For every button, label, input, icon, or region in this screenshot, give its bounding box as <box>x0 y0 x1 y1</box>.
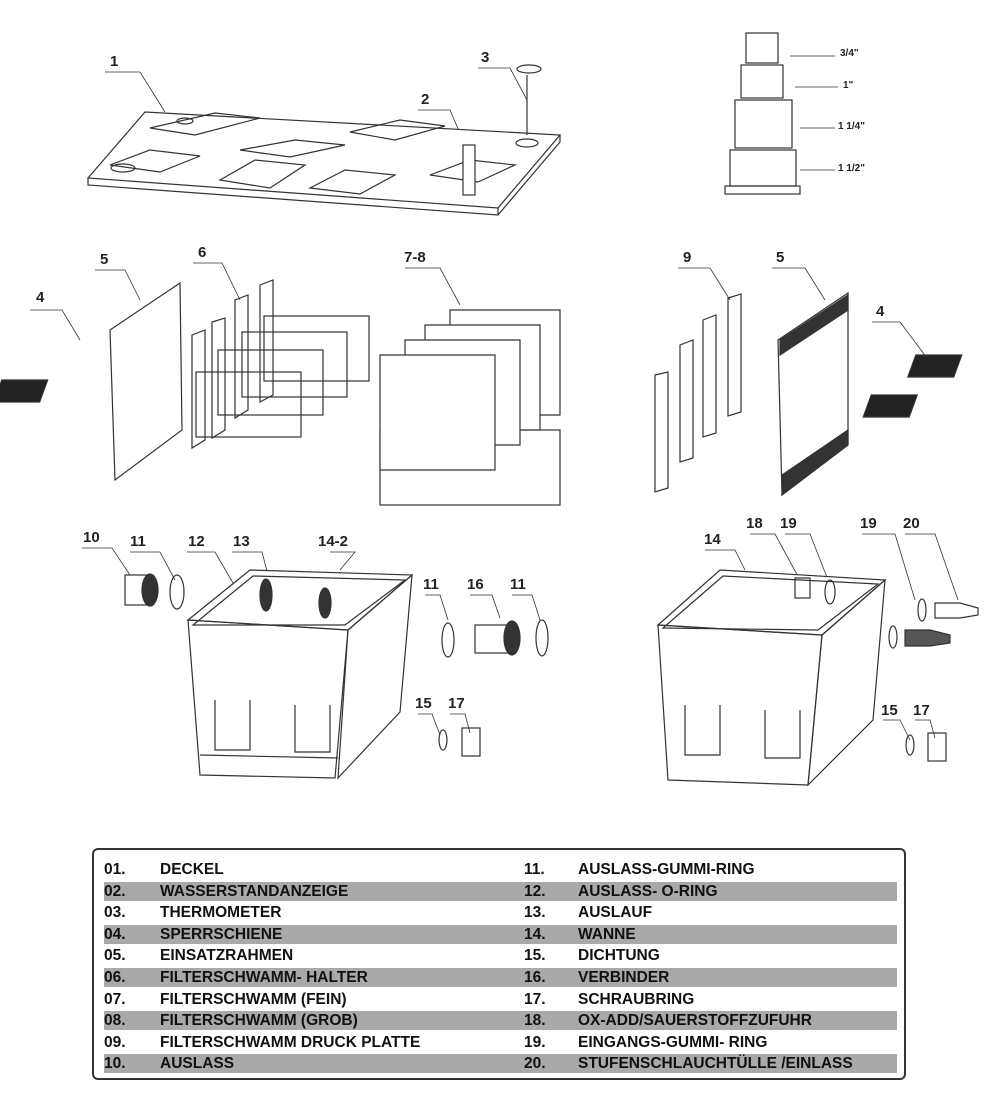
parts-row: 08. FILTERSCHWAMM (GROB) 18. OX-ADD/SAUERST… <box>104 1011 897 1031</box>
callout-label: 17 <box>448 695 465 712</box>
part-number: 08. <box>104 1012 126 1030</box>
part-name: AUSLASS <box>160 1055 235 1073</box>
callout-label: 18 <box>746 515 763 532</box>
part-number: 10. <box>104 1055 126 1073</box>
part-number: 20. <box>524 1055 546 1073</box>
part-number: 11. <box>524 861 545 878</box>
callout-label: 19 <box>860 515 877 532</box>
callout-label: 7-8 <box>404 249 426 266</box>
tank-right-drawing <box>656 569 979 787</box>
part-name: WASSERSTANDANZEIGE <box>160 882 349 900</box>
part-number: 19. <box>524 1033 546 1051</box>
part-name: DECKEL <box>160 861 224 878</box>
callout-label: 17 <box>913 702 930 719</box>
callout-label: 11 <box>423 576 439 593</box>
callout-label: 6 <box>198 244 207 261</box>
parts-row: 07. FILTERSCHWAMM (FEIN) 17. SCHRAUBRING <box>104 990 897 1009</box>
part-name: SCHRAUBRING <box>578 990 695 1008</box>
part-number: 04. <box>104 925 126 943</box>
part-number: 14. <box>524 925 546 943</box>
part-number: 16. <box>524 969 546 986</box>
part-number: 15. <box>524 947 546 965</box>
callout-label: 19 <box>780 515 797 532</box>
part-number: 13. <box>524 904 546 922</box>
part-name: THERMOMETER <box>160 904 282 922</box>
callout-label: 5 <box>100 251 109 268</box>
parts-row: 10. AUSLASS 20. STUFENSCHLAUCHTÜLLE /EINLAS… <box>104 1054 897 1074</box>
callout-label: 5 <box>776 249 785 266</box>
part-number: 18. <box>524 1012 546 1030</box>
part-name: DICHTUNG <box>578 947 660 965</box>
part-name: VERBINDER <box>578 969 670 986</box>
callout-label: 11 <box>510 576 526 593</box>
parts-row: 09. FILTERSCHWAMM DRUCK PLATTE 19. EINGANGS… <box>104 1033 897 1052</box>
part-number: 02. <box>104 882 126 900</box>
hose-size-label: 1" <box>843 80 854 91</box>
callout-label: 10 <box>83 529 100 546</box>
lid-drawing <box>86 64 562 216</box>
tank-left-drawing <box>124 569 549 780</box>
hose-size-label: 3/4" <box>840 48 859 59</box>
callout-label: 3 <box>481 49 490 66</box>
part-name: AUSLASS-GUMMI-RING <box>578 861 755 878</box>
callout-label: 1 <box>110 53 119 70</box>
parts-row: 05. EINSATZRAHMEN 15. DICHTUNG <box>104 946 897 965</box>
callout-label: 15 <box>881 702 898 719</box>
callout-label: 4 <box>876 303 885 320</box>
parts-row: 01. DECKEL 11. AUSLASS-GUMMI-RING <box>104 860 897 879</box>
part-name: EINGANGS-GUMMI- RING <box>578 1033 768 1051</box>
exploded-diagram <box>0 32 979 787</box>
parts-row: 04. SPERRSCHIENE 14. WANNE <box>104 924 897 944</box>
parts-row: 06. FILTERSCHWAMM- HALTER 16. VERBINDER <box>104 968 897 987</box>
part-name: AUSLASS- O-RING <box>578 882 718 900</box>
part-number: 09. <box>104 1033 126 1051</box>
part-name: OX-ADD/SAUERSTOFFZUFUHR <box>578 1012 812 1030</box>
part-name: WANNE <box>578 925 636 943</box>
part-name: EINSATZRAHMEN <box>160 947 294 965</box>
callout-label: 14 <box>704 531 721 548</box>
hose-size-label: 1 1/4" <box>838 121 865 132</box>
callout-label: 20 <box>903 515 920 532</box>
callout-label: 4 <box>36 289 45 306</box>
filter-inserts-drawing <box>0 279 963 506</box>
part-name: AUSLAUF <box>578 904 653 922</box>
callout-label: 15 <box>415 695 432 712</box>
callout-label: 12 <box>188 533 205 550</box>
part-number: 07. <box>104 990 126 1008</box>
part-number: 17. <box>524 990 546 1008</box>
parts-legend: 01. DECKEL 11. AUSLASS-GUMMI-RING 02. WASSERS… <box>92 848 906 1080</box>
part-number: 05. <box>104 947 126 965</box>
parts-row: 03. THERMOMETER 13. AUSLAUF <box>104 903 897 922</box>
part-number: 01. <box>104 861 126 878</box>
hose-tail-drawing <box>724 32 838 195</box>
part-name: FILTERSCHWAMM DRUCK PLATTE <box>160 1033 421 1051</box>
callout-label: 11 <box>130 533 146 550</box>
parts-row: 02. WASSERSTANDANZEIGE 12. AUSLASS- O-RING <box>104 881 897 901</box>
callout-label: 14-2 <box>318 533 349 550</box>
part-name: SPERRSCHIENE <box>160 925 283 943</box>
callout-label: 9 <box>683 249 692 266</box>
part-number: 06. <box>104 969 126 986</box>
part-number: 12. <box>524 882 546 900</box>
part-name: FILTERSCHWAMM- HALTER <box>160 969 368 986</box>
part-name: FILTERSCHWAMM (GROB) <box>160 1012 358 1030</box>
callout-label: 2 <box>421 91 430 108</box>
part-number: 03. <box>104 904 126 922</box>
part-name: STUFENSCHLAUCHTÜLLE /EINLASS <box>578 1055 853 1073</box>
hose-size-label: 1 1/2" <box>838 163 865 174</box>
callout-label: 13 <box>233 533 250 550</box>
leader-lines <box>30 67 959 741</box>
part-name: FILTERSCHWAMM (FEIN) <box>160 990 347 1008</box>
callout-label: 16 <box>467 576 484 593</box>
